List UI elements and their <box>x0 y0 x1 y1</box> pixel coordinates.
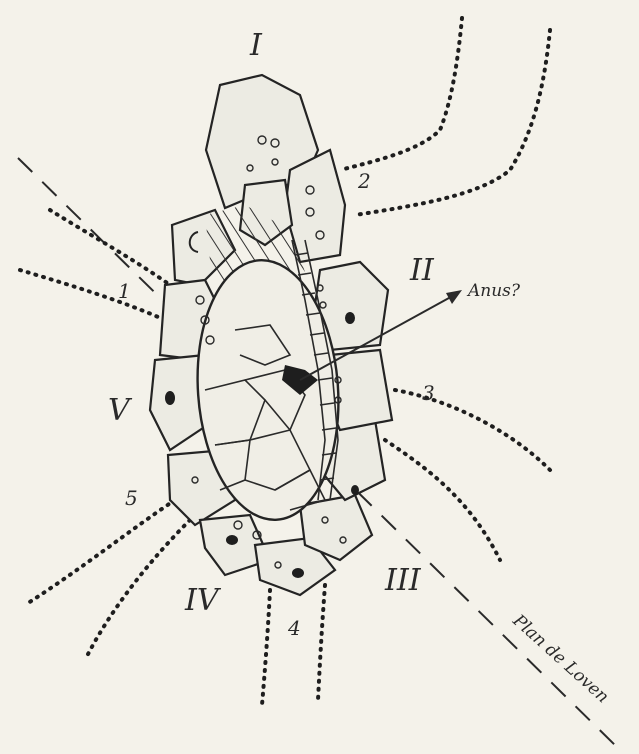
loven-plane-label: Plan de Loven <box>508 610 613 707</box>
arm-trace-right-a <box>395 390 550 470</box>
arm-trace-upper-right-b <box>355 30 550 215</box>
arm-trace-bottom-b <box>318 585 325 700</box>
upper-right-plate <box>285 150 345 262</box>
left-upper-plate <box>172 210 235 285</box>
interray-label-3: 3 <box>422 381 435 405</box>
interray-label-5: 5 <box>125 486 138 510</box>
arm-trace-upper-right-a <box>340 18 462 170</box>
interray-label-1: 1 <box>118 279 131 303</box>
interray-label-2: 2 <box>357 169 371 193</box>
arm-trace-lower-left-a <box>25 500 175 605</box>
interray-label-4: 4 <box>287 616 301 640</box>
ray-label-3: III <box>384 563 422 598</box>
arm-trace-left-b <box>20 270 165 320</box>
ray-label-2: II <box>409 253 435 288</box>
ray-label-4: IV <box>184 583 222 618</box>
arm-trace-bottom-a <box>262 590 270 705</box>
upper-center-plate <box>240 180 292 245</box>
anus-label: Anus? <box>466 281 521 301</box>
ray-label-5: V <box>108 393 133 428</box>
arm-trace-lower-left-b <box>85 520 190 660</box>
ray-label-1: I <box>249 28 263 63</box>
arm-trace-right-b <box>385 440 500 560</box>
arm-trace-left-a <box>50 210 170 285</box>
